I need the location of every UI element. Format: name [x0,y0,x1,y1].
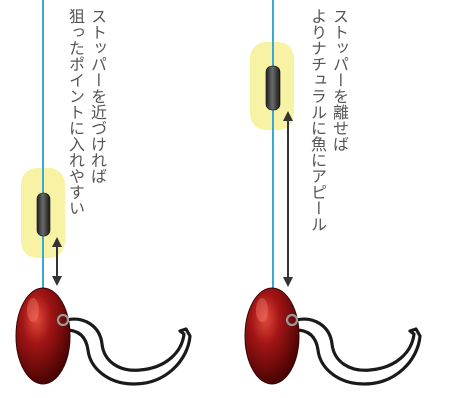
right-hook [294,317,422,386]
right-sinker-shine [256,298,268,322]
left-sinker-shine [27,298,39,322]
right-caption-line-2: よりナチュラルに魚にアピール [308,8,327,232]
left-caption-line-2: 狙ったポイントに入れやすい [66,8,85,216]
right-sinker-eye [285,313,299,327]
right-caption-line-1: ストッパーを離せば [330,8,349,152]
right-caption: ストッパーを離せば よりナチュラルに魚にアピール [306,8,350,298]
left-sinker-eye [56,313,70,327]
left-hook [64,317,192,386]
left-stopper-bead [36,192,51,237]
left-caption: ストッパーを近づければ 狙ったポイントに入れやすい [64,8,108,288]
left-sinker-weight [15,287,71,385]
right-stopper-bead [265,65,281,111]
right-panel [244,0,422,386]
right-sinker-weight [244,287,300,385]
left-panel [15,0,192,386]
left-caption-line-1: ストッパーを近づければ [88,8,107,184]
